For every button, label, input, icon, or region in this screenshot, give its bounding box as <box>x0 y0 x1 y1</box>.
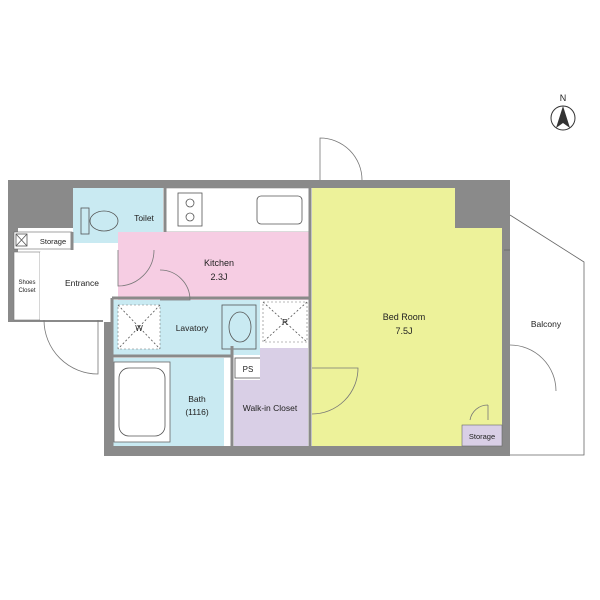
storage-box-icon <box>15 233 28 247</box>
bedroom: Bed Room 7.5J <box>311 188 502 446</box>
vanity-sink-icon <box>221 304 257 350</box>
toilet-label: Toilet <box>134 213 154 223</box>
bath-room: Bath (1116) <box>112 358 224 446</box>
exterior-notch <box>0 322 104 462</box>
bedroom-area: 7.5J <box>395 326 412 336</box>
top-door-swing <box>319 137 363 181</box>
balcony-label: Balcony <box>531 319 562 329</box>
refrigerator-space: R <box>262 301 308 343</box>
partitions <box>70 186 312 448</box>
storage-right: Storage <box>461 424 503 447</box>
kitchen-label: Kitchen <box>204 258 234 268</box>
entrance-label: Entrance <box>65 278 99 288</box>
wall-left-lower <box>104 322 112 456</box>
shoes-closet-label-1: Shoes <box>18 280 35 286</box>
storage-left: Storage <box>13 231 73 250</box>
washer-label: W <box>135 324 143 333</box>
burner-icon <box>185 212 195 222</box>
bedroom-door-swing <box>311 367 359 415</box>
storage-right-label: Storage <box>469 432 495 441</box>
ps-label: PS <box>243 365 254 374</box>
kitchen-door-swing <box>117 249 155 287</box>
walk-in-closet-label: Walk-in Closet <box>243 403 298 413</box>
kitchen-area: 2.3J <box>210 272 227 282</box>
compass-label: N <box>560 93 567 103</box>
balcony: Balcony <box>504 214 585 456</box>
bedroom-label: Bed Room <box>383 312 426 322</box>
lavatory-room: W Lavatory <box>112 300 260 355</box>
toilet-tank-icon <box>80 207 90 235</box>
bath-size: (1116) <box>185 407 208 417</box>
north-arrow-pointer <box>556 106 570 128</box>
sink-icon <box>256 195 303 225</box>
kitchen-counter <box>165 187 312 233</box>
stove-icon <box>177 192 203 227</box>
kitchen-room: Kitchen 2.3J <box>118 232 310 300</box>
washer-space <box>117 304 161 350</box>
storage-left-label: Storage <box>40 237 66 246</box>
entrance-area: Shoes Closet Entrance <box>13 251 116 375</box>
entrance-door-swing <box>43 319 99 375</box>
wall-bottom-left <box>104 446 314 456</box>
ps-shaft: PS <box>234 357 263 379</box>
compass: N <box>550 93 576 131</box>
lavatory-door-swing <box>159 269 191 301</box>
refrigerator-label: R <box>282 318 288 327</box>
basin-icon <box>228 311 252 343</box>
closet-door-swing <box>469 404 489 421</box>
bath-label: Bath <box>188 394 206 404</box>
burner-icon <box>185 198 195 208</box>
shoes-closet-label-2: Closet <box>18 288 35 294</box>
lavatory-label: Lavatory <box>176 323 209 333</box>
toilet-bowl-icon <box>89 210 119 232</box>
balcony-door-swing <box>509 344 557 392</box>
walk-in-closet: Walk-in Closet <box>234 348 308 446</box>
bathtub-icon <box>118 367 166 437</box>
